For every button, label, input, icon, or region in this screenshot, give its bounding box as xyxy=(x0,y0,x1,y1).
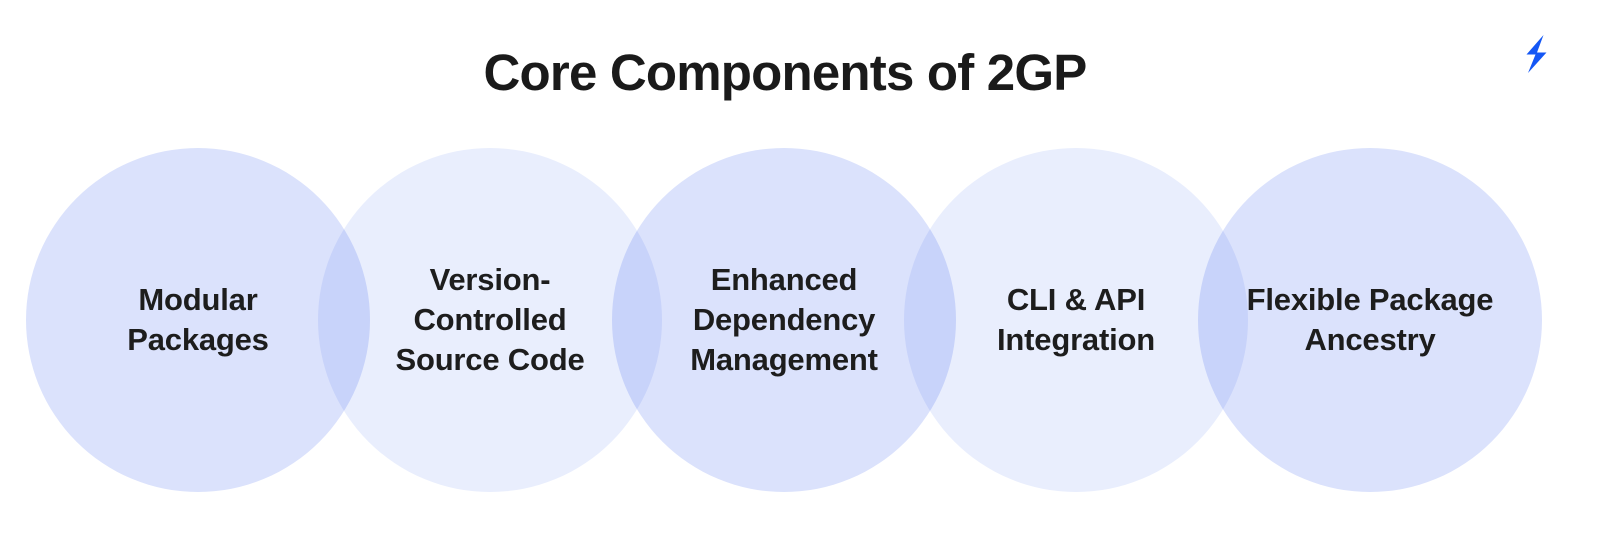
page-title: Core Components of 2GP xyxy=(483,44,1088,101)
diagram-node-enhanced-dependency-management[interactable]: Enhanced Dependency Management xyxy=(612,148,956,492)
core-components-diagram: Modular Packages Version- Controlled Sou… xyxy=(0,148,1600,493)
diagram-node-cli-and-api-integration[interactable]: CLI & API Integration xyxy=(904,148,1248,492)
diagram-node-label: Modular Packages xyxy=(127,282,269,357)
diagram-node-label: CLI & API Integration xyxy=(997,282,1155,357)
lightning-bolt-icon xyxy=(1526,35,1547,73)
diagram-node-label: Flexible Package Ancestry xyxy=(1246,282,1494,357)
diagram-node-label: Version- Controlled Source Code xyxy=(395,262,585,377)
diagram-node-label: Enhanced Dependency Management xyxy=(690,262,878,377)
diagram-node-modular-packages[interactable]: Modular Packages xyxy=(26,148,370,492)
diagram-node-flexible-package-ancestry[interactable]: Flexible Package Ancestry xyxy=(1198,148,1542,492)
diagram-node-version-controlled-source-code[interactable]: Version- Controlled Source Code xyxy=(318,148,662,492)
